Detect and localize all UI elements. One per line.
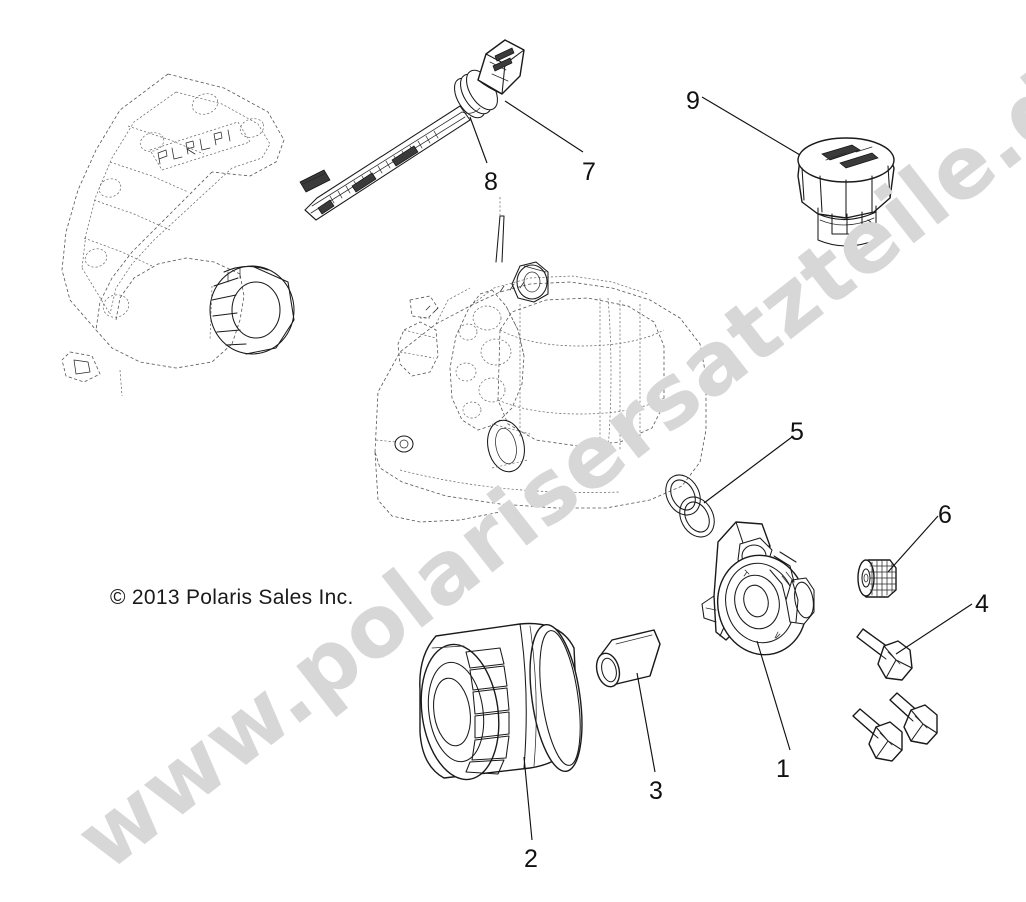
leader-line-3 bbox=[636, 672, 656, 773]
oil-filter bbox=[419, 622, 583, 781]
copyright-notice: © 2013 Polaris Sales Inc. bbox=[110, 586, 354, 609]
plug-sensor bbox=[857, 559, 897, 598]
dipstick-assembly bbox=[304, 39, 525, 221]
hex-flange-bolt bbox=[852, 708, 903, 762]
engine-crankcase-center bbox=[374, 196, 707, 523]
callout-number-4: 4 bbox=[975, 590, 989, 618]
hex-flange-bolt bbox=[856, 628, 913, 681]
leader-line-5 bbox=[703, 436, 793, 504]
callout-number-1: 1 bbox=[776, 755, 790, 783]
leader-line-2 bbox=[523, 756, 533, 841]
mounting-flange bbox=[449, 289, 525, 431]
callout-number-7: 7 bbox=[582, 158, 596, 186]
callout-number-2: 2 bbox=[524, 845, 538, 873]
oil-fill-cap bbox=[797, 137, 895, 247]
callout-leader-lines bbox=[469, 96, 973, 841]
leader-line-7 bbox=[504, 100, 584, 153]
cylinder-fins bbox=[209, 265, 295, 355]
leader-line-9 bbox=[701, 96, 801, 156]
cast-polaris-logo bbox=[149, 121, 251, 171]
o-ring-seals bbox=[665, 474, 715, 538]
leader-line-1 bbox=[756, 640, 791, 751]
oil-filter-adapter-mount bbox=[701, 521, 815, 656]
callout-number-8: 8 bbox=[484, 168, 498, 196]
callout-number-6: 6 bbox=[938, 501, 952, 529]
filter-sleeve-spacer bbox=[595, 629, 661, 688]
hex-flange-bolts bbox=[852, 628, 938, 762]
hex-flange-bolt bbox=[889, 692, 938, 745]
engine-crankcase-upper-left bbox=[61, 73, 331, 397]
dipstick-oil-level bbox=[304, 105, 471, 221]
leader-line-6 bbox=[887, 515, 939, 573]
dipstick-cap-handle bbox=[477, 39, 525, 95]
leader-line-4 bbox=[895, 603, 973, 655]
leader-line-8 bbox=[469, 116, 488, 164]
callout-number-3: 3 bbox=[649, 777, 663, 805]
callout-number-9: 9 bbox=[686, 87, 700, 115]
callout-number-5: 5 bbox=[790, 418, 804, 446]
